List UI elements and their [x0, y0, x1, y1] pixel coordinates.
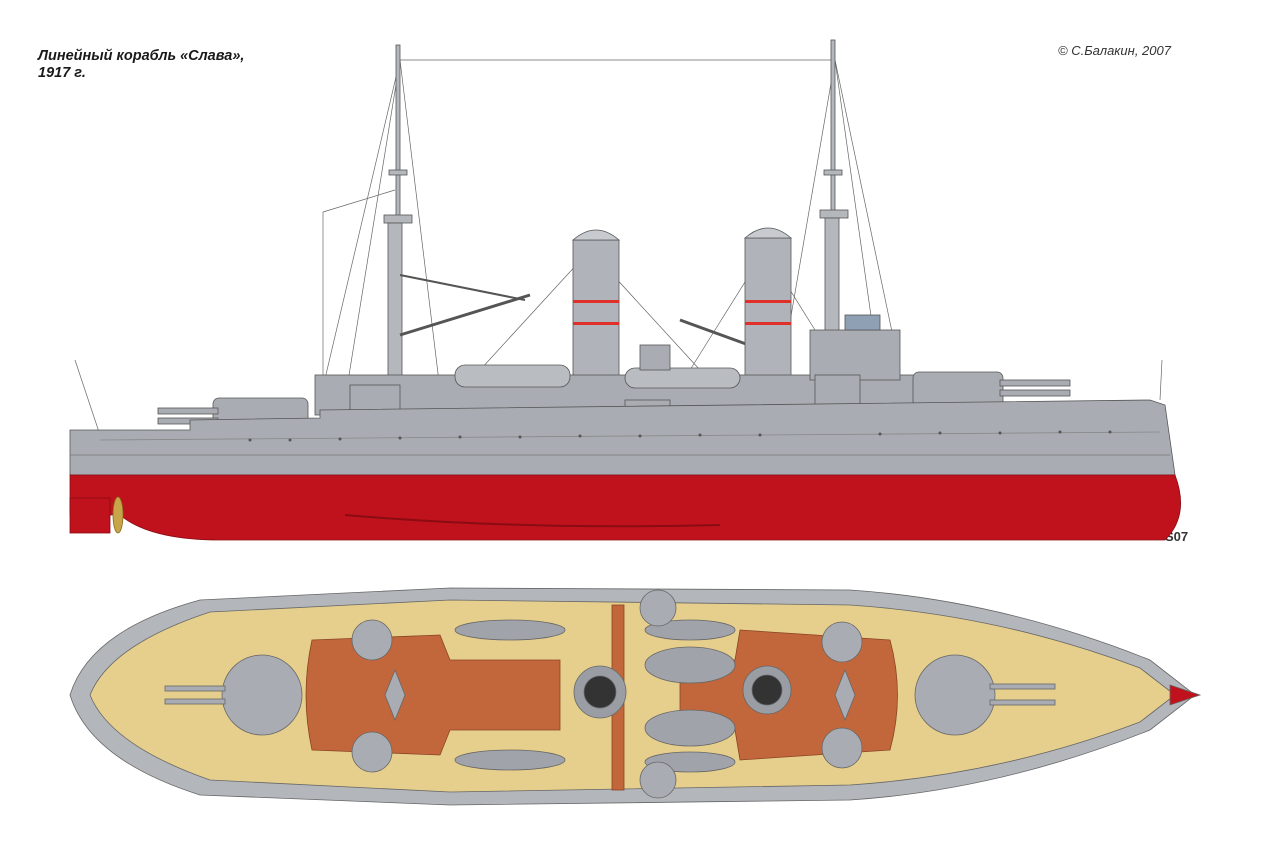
propeller — [112, 496, 124, 534]
top-view — [69, 587, 1202, 806]
portholes — [248, 430, 1112, 442]
stars — [384, 668, 856, 722]
secondary-turrets-top — [351, 589, 863, 799]
copyright-credit: © С.Балакин, 2007 — [1058, 43, 1171, 58]
aft-funnel — [743, 227, 793, 379]
funnels-top — [573, 665, 792, 719]
fore-mast — [383, 44, 531, 406]
title-line-1: Линейный корабль «Слава», — [38, 48, 245, 64]
hull-below-waterline — [69, 474, 1181, 541]
title-line-2: 1917 г. — [38, 65, 86, 81]
drawing-title: Линейный корабль «Слава», 1917 г. — [38, 48, 244, 82]
boats — [454, 619, 736, 773]
main-turrets-top — [164, 654, 1056, 736]
side-profile — [69, 39, 1181, 541]
aft-turret — [912, 371, 1071, 408]
fore-funnel — [571, 229, 621, 391]
bow-tip — [1169, 684, 1202, 706]
rudder — [69, 497, 111, 534]
